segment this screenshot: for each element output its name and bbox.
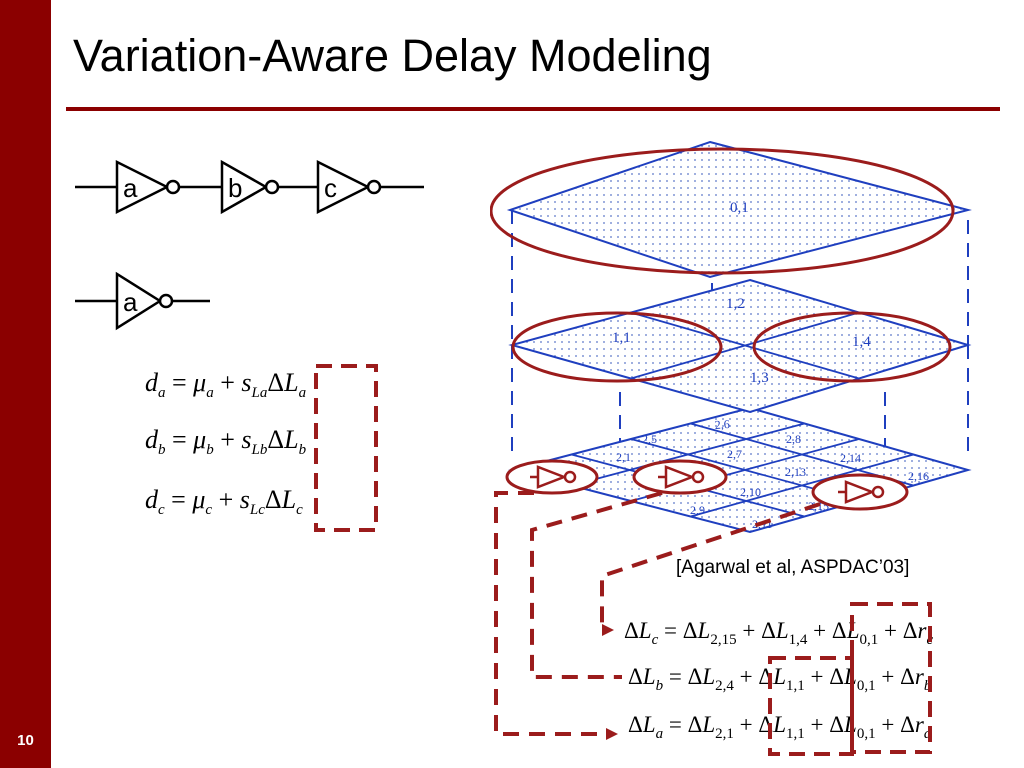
grid-label-2-16: 2,16 <box>908 469 929 483</box>
gate-label-c: c <box>324 173 337 203</box>
delay-equation-c: dc = μc + sLcΔLc <box>145 485 303 518</box>
grid-label-2-10: 2,10 <box>740 485 761 499</box>
grid-label-1-3: 1,3 <box>750 370 769 386</box>
inverter-single-gate-icon <box>115 271 163 331</box>
title-underline <box>66 107 1000 111</box>
grid-label-2-14: 2,14 <box>840 451 861 465</box>
grid-label-2-5: 2,5 <box>642 432 657 446</box>
gate-b-on-grid <box>632 459 728 495</box>
delay-equation-b: db = μb + sLbΔLb <box>145 425 307 458</box>
inverter-chain-diagram: a b c a <box>75 159 424 331</box>
grid-label-1-4: 1,4 <box>852 334 871 350</box>
grid-level-0: 0,1 <box>506 140 972 279</box>
grid-label-2-9: 2,9 <box>690 503 705 517</box>
gate-label-a: a <box>123 173 138 203</box>
spatial-grid-model-diagram: 2,6 2,5 2,8 2,1 2,7 2,14 2,13 2,16 2,10 … <box>490 140 972 740</box>
grid-level-1: 1,2 1,1 1,4 1,3 <box>508 278 972 414</box>
grid-label-2-13: 2,13 <box>785 465 806 479</box>
single-inverter <box>75 271 210 331</box>
inverter-a-gate-icon <box>115 159 170 215</box>
gate-label-b: b <box>228 173 242 203</box>
inverter-b-gate-icon <box>220 159 269 215</box>
grid-label-0-1: 0,1 <box>730 200 749 216</box>
gate-a-on-grid <box>505 459 599 495</box>
arrowhead-c-icon <box>602 624 614 636</box>
arrowhead-a-icon <box>606 728 618 740</box>
gate-a-icon <box>536 465 568 489</box>
left-sidebar-bar: 10 <box>0 0 51 768</box>
slide-title: Variation-Aware Delay Modeling <box>73 30 712 81</box>
grid-label-2-7: 2,7 <box>727 447 742 461</box>
l01-highlight-box <box>850 602 932 754</box>
gate-b-icon <box>664 465 696 489</box>
arrow-gate-a-to-eq <box>494 491 608 736</box>
region-1-4-highlight <box>752 311 952 383</box>
region-1-1-highlight <box>511 311 723 383</box>
arrow-gate-b-to-eq <box>530 491 663 679</box>
gate-c-icon <box>844 480 876 504</box>
l11-highlight-box <box>768 656 854 756</box>
region-0-1-highlight <box>490 147 955 275</box>
citation-text: [Agarwal et al, ASPDAC’03] <box>676 557 910 578</box>
equation-highlight-boxes <box>768 602 932 756</box>
variation-equation-b: ΔLb = ΔL2,4 + ΔL1,1 + ΔL0,1 + Δrb <box>628 664 932 694</box>
grid-label-1-2: 1,2 <box>726 296 745 312</box>
variation-equation-a: ΔLa = ΔL2,1 + ΔL1,1 + ΔL0,1 + Δra <box>628 712 932 742</box>
delta-l-highlight-box <box>314 364 378 532</box>
grid-label-2-6: 2,6 <box>714 417 730 432</box>
arrow-gate-c-to-eq <box>600 502 821 632</box>
slide-number: 10 <box>17 732 34 749</box>
delay-equation-a: da = μa + sLaΔLa <box>145 368 307 401</box>
grid-label-1-1: 1,1 <box>612 330 631 346</box>
grid-label-2-1: 2,1 <box>616 450 631 464</box>
gate-c-on-grid <box>811 473 909 511</box>
grid-label-2-8: 2,8 <box>786 432 801 446</box>
inverter-c-gate-icon <box>316 159 371 215</box>
inverter-chain <box>75 159 424 215</box>
single-gate-label: a <box>123 287 138 317</box>
